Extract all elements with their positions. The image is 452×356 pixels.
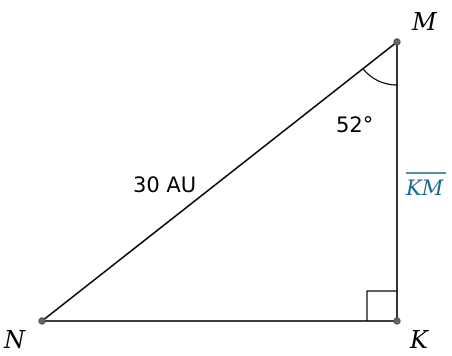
side-NM	[41, 41, 398, 322]
right-angle-marker	[366, 290, 397, 321]
vertex-label-M: M	[411, 8, 438, 36]
segment-KM-label-group: KM	[405, 172, 446, 200]
segment-KM-label: KM	[405, 176, 444, 200]
point-N	[38, 317, 46, 325]
hypotenuse-length-label: 30 AU	[133, 173, 196, 197]
point-K	[393, 317, 401, 325]
vertex-label-N: N	[3, 326, 26, 354]
vertex-label-K: K	[409, 326, 430, 354]
angle-M-label: 52°	[336, 113, 373, 137]
point-M	[393, 38, 401, 46]
angle-arc-M	[362, 68, 398, 86]
